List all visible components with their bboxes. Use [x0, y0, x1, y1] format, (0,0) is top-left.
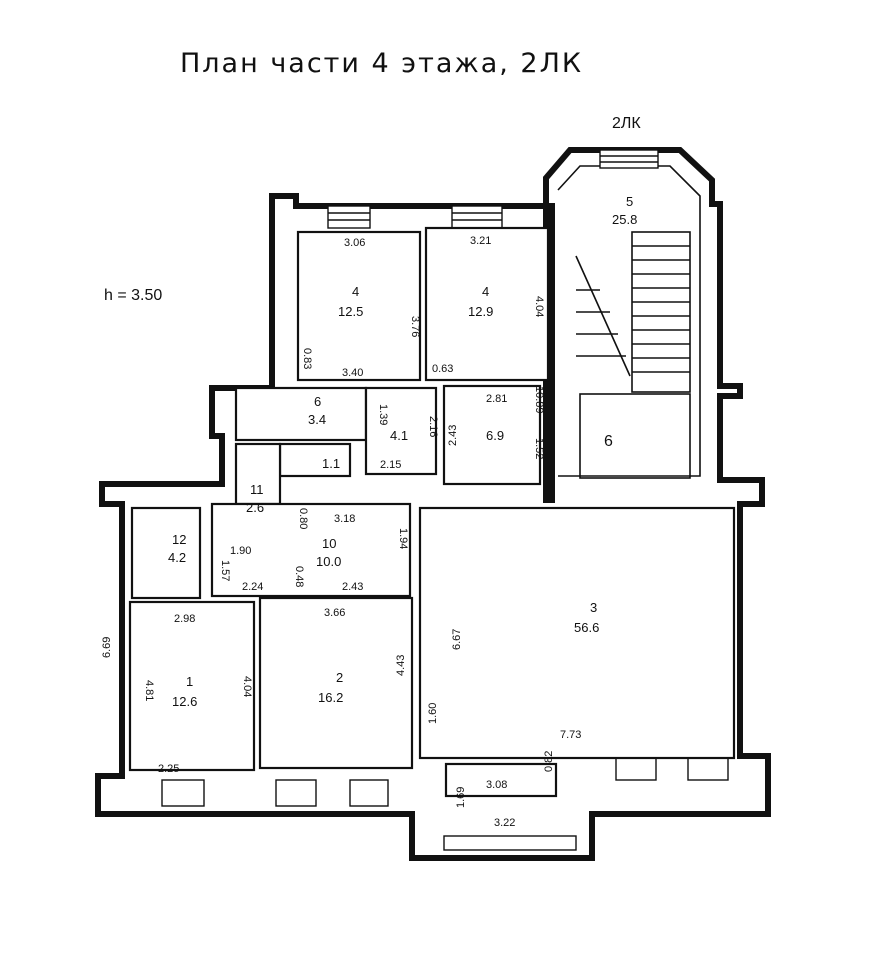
dim: 2.81	[486, 393, 507, 405]
dim: 2.24	[242, 581, 263, 593]
room-number-1: 1	[186, 674, 193, 689]
dim: 3.22	[494, 817, 515, 829]
stair-treads	[575, 245, 690, 377]
dim: 1.57	[219, 560, 231, 581]
room-area-5: 25.8	[612, 212, 637, 227]
room-area-3: 56.6	[574, 620, 599, 635]
dim: 3.06	[344, 237, 365, 249]
dim: 4.04	[241, 676, 253, 697]
dim: 7.73	[560, 729, 581, 741]
room-number-3: 3	[590, 600, 597, 615]
room-number-6: 6	[314, 394, 321, 409]
room-number-11: 11	[250, 482, 264, 497]
dim: 1.52	[533, 438, 545, 459]
room-area-1: 12.6	[172, 694, 197, 709]
room-area-7: 6.9	[486, 428, 504, 443]
dim: 2.25	[158, 763, 179, 775]
dim: 3.66	[324, 607, 345, 619]
room-area-10: 10.0	[316, 554, 341, 569]
dim: 0.83	[301, 348, 313, 369]
dim: 2.15	[380, 459, 401, 471]
room-number-4: 4	[482, 284, 489, 299]
room-number-2: 2	[336, 670, 343, 685]
dim: 2.43	[342, 581, 363, 593]
partitions	[128, 226, 736, 798]
dim: 2.98	[174, 613, 195, 625]
room-number-4b: 4	[352, 284, 359, 299]
dim: 0.82	[543, 751, 555, 772]
dim: 10.89	[533, 386, 545, 414]
room-area-4: 12.9	[468, 304, 493, 319]
room-area-6: 3.4	[308, 412, 326, 427]
dim: 1.69	[455, 787, 467, 808]
dim: 3.08	[486, 779, 507, 791]
dim: 1.60	[427, 703, 439, 724]
room-area-2: 16.2	[318, 690, 343, 705]
dim: 4.04	[533, 296, 545, 317]
dim: 0.80	[297, 508, 309, 529]
dim: 3.76	[409, 316, 421, 337]
room-area-12: 4.2	[168, 550, 186, 565]
room-number-6b: 6	[604, 433, 613, 450]
plan-title: План части 4 этажа, 2ЛК	[180, 48, 584, 79]
dim: 4.81	[143, 680, 155, 701]
room-area-4b: 12.5	[338, 304, 363, 319]
room-number-10: 10	[322, 536, 336, 551]
dim: 0.63	[432, 363, 453, 375]
dim: 6.69	[101, 637, 113, 658]
dim: 0.48	[293, 566, 305, 587]
room-number-12: 12	[172, 532, 186, 547]
room-number-5: 5	[626, 194, 633, 209]
dim: 1.39	[377, 404, 389, 425]
dim: 3.18	[334, 513, 355, 525]
dim: 3.21	[470, 235, 491, 247]
room-area-8: 4.1	[390, 428, 408, 443]
dim: 2.43	[447, 425, 459, 446]
room-area-11: 2.6	[246, 500, 264, 515]
dim: 4.43	[395, 655, 407, 676]
dim: 2.16	[427, 416, 439, 437]
dim: 1.90	[230, 545, 251, 557]
room-area-9: 1.1	[322, 456, 340, 471]
outer-walls	[95, 147, 771, 861]
dim: 1.94	[397, 528, 409, 549]
windows	[161, 149, 729, 851]
stair-label: 2ЛК	[612, 115, 641, 132]
height-label: h = 3.50	[104, 287, 162, 304]
dim: 3.40	[342, 367, 363, 379]
dim: 6.67	[451, 629, 463, 650]
room-labels: 1 12.6 2 16.2 3 56.6 4 12.9 4 12.5 5 25.…	[168, 194, 637, 709]
dimension-labels: 3.06 3.21 3.76 4.04 3.40 0.63 2.81 10.89…	[101, 235, 581, 829]
